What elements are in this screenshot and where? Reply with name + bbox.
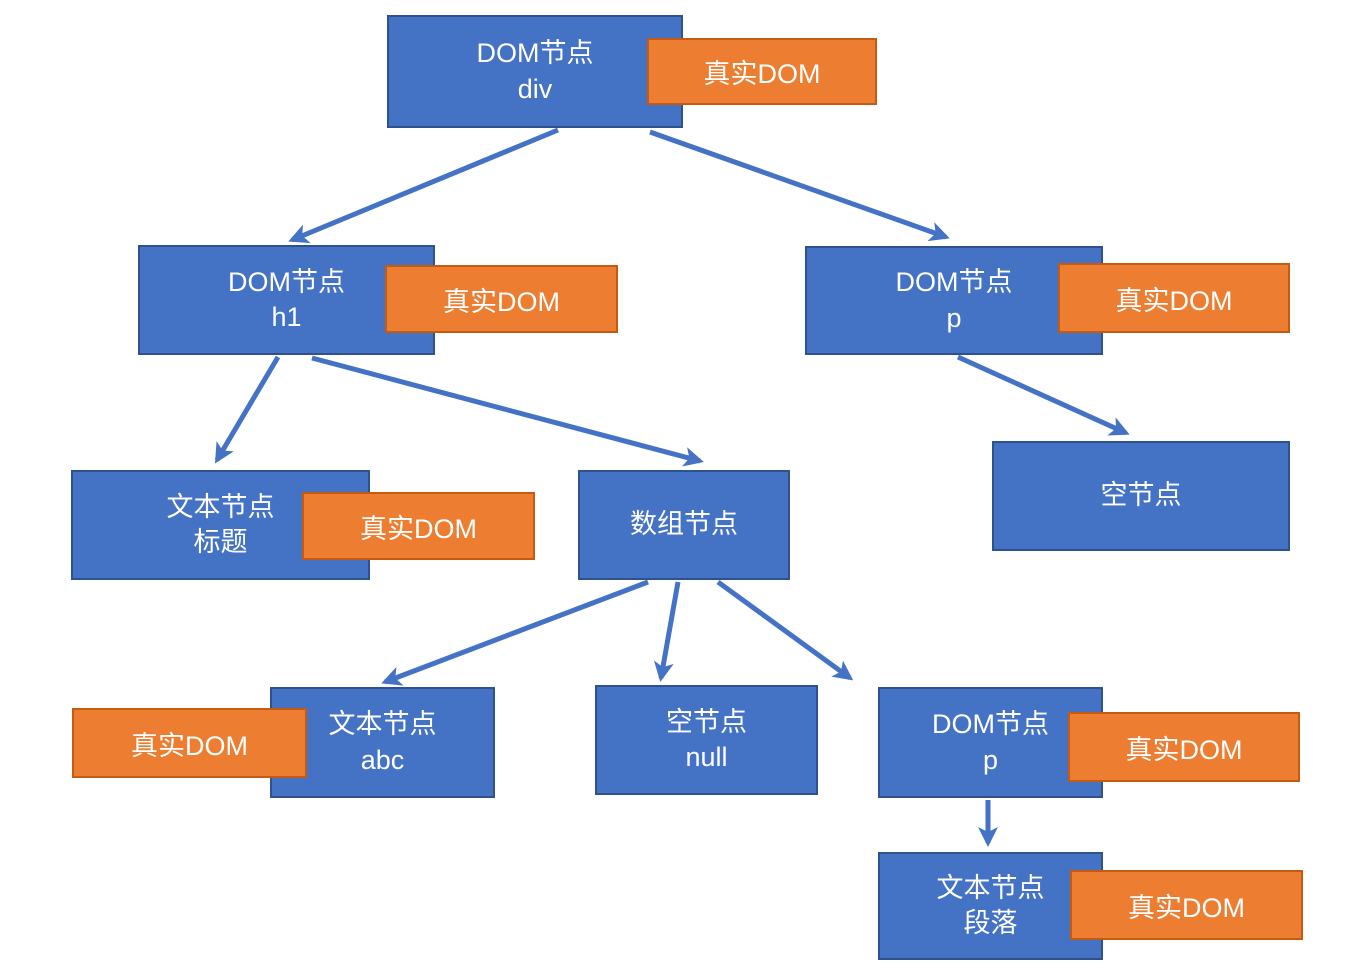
node-array: 数组节点 <box>578 470 790 580</box>
node-subtitle: null <box>685 742 728 772</box>
node-empty-null: 空节点 null <box>595 685 818 795</box>
real-dom-badge-text-para: 真实DOM <box>1070 870 1303 940</box>
arrow-array-to-p2 <box>716 579 854 681</box>
real-dom-badge-p2: 真实DOM <box>1068 712 1300 782</box>
arrow-p-to-empty <box>956 354 1130 436</box>
real-dom-badge-text-title: 真实DOM <box>302 492 535 560</box>
node-title: 空节点 <box>666 706 747 737</box>
node-title: 文本节点 <box>166 491 275 522</box>
node-title: 文本节点 <box>936 872 1045 903</box>
arrow-array-to-empty-null <box>653 581 681 682</box>
real-dom-badge-div: 真实DOM <box>647 38 877 105</box>
node-subtitle: 段落 <box>963 908 1018 938</box>
node-subtitle: div <box>517 73 553 104</box>
node-title: DOM节点 <box>476 38 594 69</box>
real-dom-badge-text-abc: 真实DOM <box>72 708 307 778</box>
node-subtitle: p <box>946 302 962 333</box>
node-title: DOM节点 <box>895 267 1013 298</box>
node-title: 空节点 <box>1100 480 1182 511</box>
real-dom-badge-p: 真实DOM <box>1058 263 1290 333</box>
node-subtitle: p <box>982 744 999 775</box>
node-dom-div: DOM节点 div <box>387 15 683 128</box>
node-title: 文本节点 <box>328 709 437 740</box>
node-dom-p2: DOM节点 p <box>878 687 1103 798</box>
arrow-h1-to-text-title <box>214 355 281 464</box>
node-title: DOM节点 <box>228 266 345 297</box>
node-subtitle: 标题 <box>193 527 248 557</box>
arrow-array-to-text-abc <box>381 579 649 686</box>
arrow-root-to-h1 <box>288 127 559 244</box>
node-title: DOM节点 <box>932 709 1049 740</box>
arrow-h1-to-array <box>311 355 704 467</box>
node-subtitle: h1 <box>271 302 302 332</box>
node-text-abc: 文本节点 abc <box>270 687 495 798</box>
node-title: 数组节点 <box>630 509 738 540</box>
node-subtitle: abc <box>360 744 405 775</box>
arrow-root-to-p <box>649 129 950 242</box>
real-dom-badge-h1: 真实DOM <box>385 265 618 333</box>
node-empty: 空节点 <box>992 441 1290 551</box>
node-text-para: 文本节点 段落 <box>878 852 1103 960</box>
